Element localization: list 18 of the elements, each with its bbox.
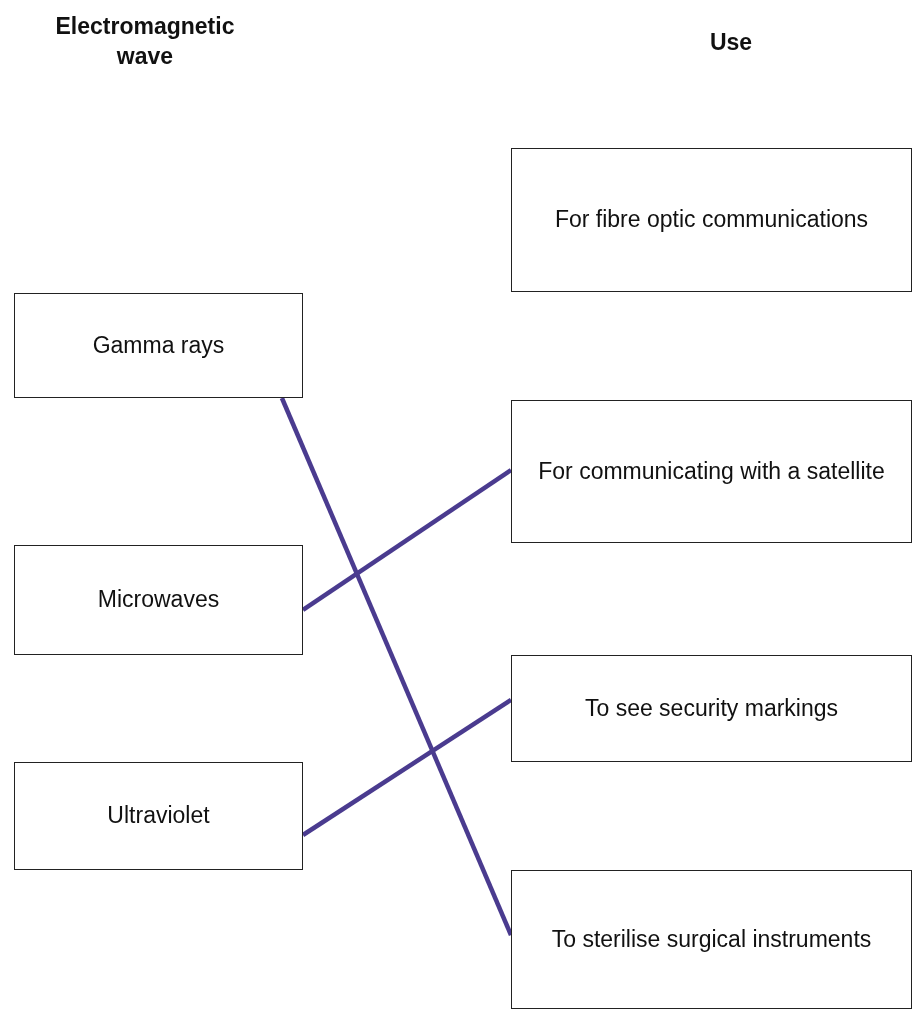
- use-box: [511, 870, 912, 1009]
- box-label: To sterilise surgical instruments: [551, 924, 872, 954]
- wave-box: [14, 545, 303, 655]
- matching-line: [301, 698, 513, 837]
- box-label: Microwaves: [97, 585, 220, 615]
- box-label: For fibre optic communications: [554, 205, 869, 235]
- use-box: [511, 400, 912, 543]
- use-box: [511, 148, 912, 292]
- wave-box: [14, 293, 303, 398]
- column-heading: Use: [708, 28, 754, 57]
- use-box: [511, 655, 912, 762]
- matching-line: [301, 468, 513, 612]
- box-label: Gamma rays: [92, 330, 225, 360]
- box-label: To see security markings: [584, 693, 839, 723]
- column-heading: Electromagnetic wave: [54, 12, 236, 71]
- box-label: For communicating with a satellite: [538, 456, 885, 486]
- wave-box: [14, 762, 303, 870]
- box-label: Ultraviolet: [107, 801, 210, 831]
